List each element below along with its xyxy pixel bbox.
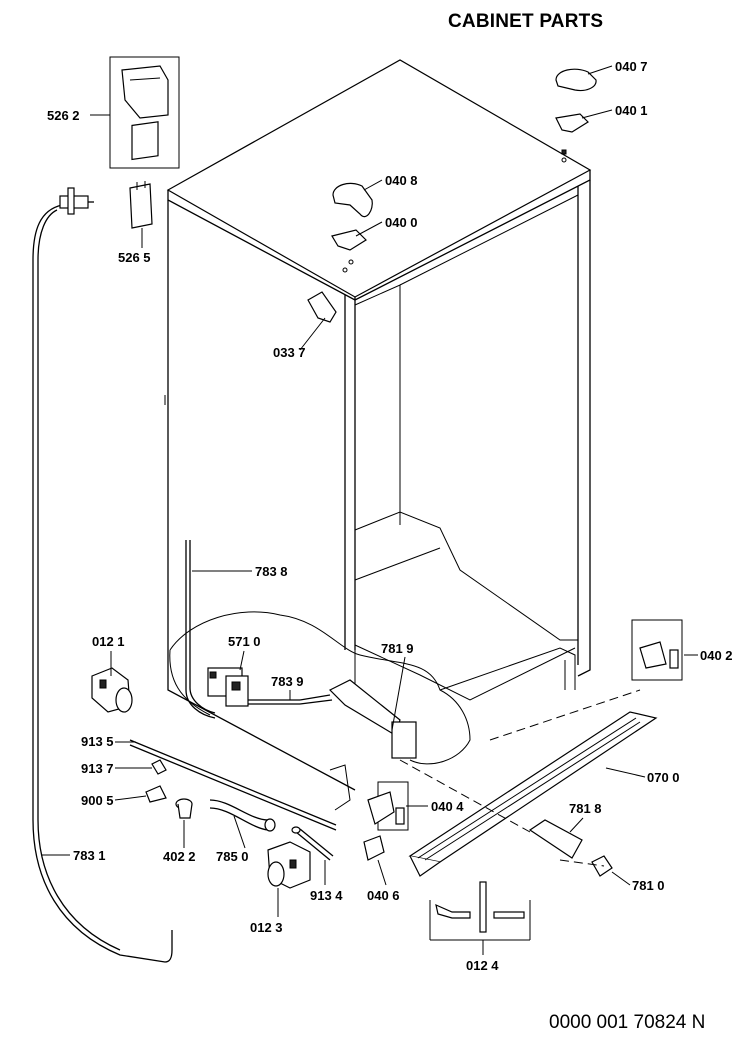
callout-7850: 785 0 xyxy=(216,849,249,864)
callout-9005: 900 5 xyxy=(81,793,114,808)
callout-0408: 040 8 xyxy=(385,173,418,188)
callout-0401: 040 1 xyxy=(615,103,648,118)
part-0123-roller xyxy=(267,841,311,889)
part-4022-grommet xyxy=(175,798,193,819)
part-0124-leveler xyxy=(429,881,531,941)
part-7818-heater xyxy=(528,819,583,859)
callout-7818: 781 8 xyxy=(569,801,602,816)
callout-7819: 781 9 xyxy=(381,641,414,656)
leader-lines xyxy=(42,65,698,955)
tube-7838 xyxy=(185,540,216,719)
document-number: 0000 001 70824 N xyxy=(549,1012,706,1033)
part-0408-hinge-cap xyxy=(332,182,373,218)
part-0404-bracket xyxy=(329,764,409,831)
callout-5262: 526 2 xyxy=(47,108,80,123)
callout-5265: 526 5 xyxy=(118,250,151,265)
assembly-lines xyxy=(399,689,641,867)
part-0401-hinge xyxy=(555,113,589,163)
drain-pan-area xyxy=(169,611,471,765)
part-9005-clip xyxy=(145,785,167,803)
part-5265-bracket xyxy=(129,181,153,229)
callout-0400: 040 0 xyxy=(385,215,418,230)
callout-0700: 070 0 xyxy=(647,770,680,785)
callout-0121: 012 1 xyxy=(92,634,125,649)
callout-7839: 783 9 xyxy=(271,674,304,689)
part-9135-rod xyxy=(129,739,337,831)
part-5262-bracket xyxy=(109,56,180,169)
callout-0402: 040 2 xyxy=(700,648,733,663)
part-7819-heater xyxy=(299,679,417,759)
callout-5710: 571 0 xyxy=(228,634,261,649)
callout-7831: 783 1 xyxy=(73,848,106,863)
callout-9135: 913 5 xyxy=(81,734,114,749)
part-7850-hose xyxy=(209,799,276,832)
part-0402-bracket xyxy=(631,619,683,681)
callout-0337: 033 7 xyxy=(273,345,306,360)
callout-7810: 781 0 xyxy=(632,878,665,893)
water-tube-7831 xyxy=(32,187,173,963)
callout-0123: 012 3 xyxy=(250,920,283,935)
part-5710-valve xyxy=(207,667,300,707)
part-9137-clip xyxy=(151,759,167,775)
part-0700-kickplate xyxy=(408,711,658,877)
callout-labels: 526 2 526 5 040 7 040 1 040 8 040 0 033 … xyxy=(47,59,733,973)
callout-0124: 012 4 xyxy=(466,958,499,973)
part-9134-screw xyxy=(291,826,334,861)
callout-7838: 783 8 xyxy=(255,564,288,579)
callout-4022: 402 2 xyxy=(163,849,196,864)
cabinet-body xyxy=(164,59,592,791)
part-0406-bracket xyxy=(363,835,385,861)
page-title: CABINET PARTS xyxy=(448,11,604,32)
callout-9137: 913 7 xyxy=(81,761,114,776)
part-0337-cover xyxy=(307,291,337,323)
callout-0406: 040 6 xyxy=(367,888,400,903)
callout-0407: 040 7 xyxy=(615,59,648,74)
callout-0404: 040 4 xyxy=(431,799,464,814)
part-0121-roller xyxy=(91,667,133,713)
callout-9134: 913 4 xyxy=(310,888,343,903)
part-0407-hinge-cap xyxy=(555,68,597,92)
